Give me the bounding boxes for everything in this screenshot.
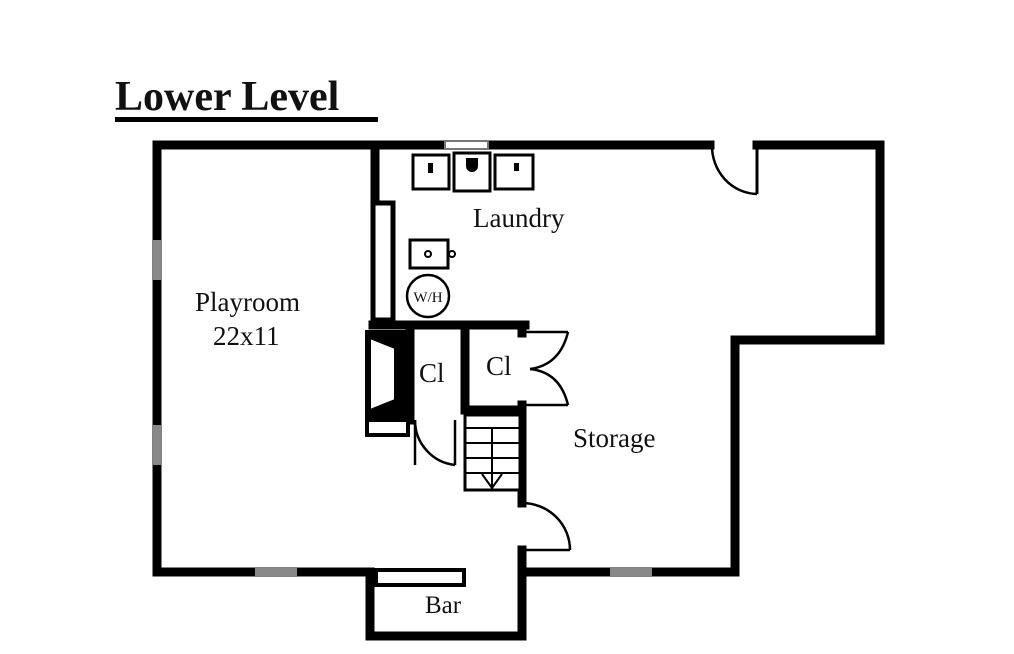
storage-label: Storage [573,423,655,453]
window-bottom-2 [610,568,652,576]
plan-title: Lower Level [115,74,339,120]
utility-sink [408,238,450,270]
closet-doors [413,330,570,467]
window-left-1 [153,240,161,280]
window-bottom-1 [255,568,297,576]
playroom-size: 22x11 [213,321,280,351]
window-left-2 [153,425,161,465]
closet-label-1: Cl [419,358,445,388]
water-heater-label: W/H [413,290,442,306]
bar-label: Bar [425,592,462,619]
dryer [493,153,535,191]
stairs [463,413,522,492]
storage-door [521,501,572,552]
exterior-walls [152,140,885,641]
window-top [444,140,489,150]
playroom-label: Playroom [195,287,300,317]
title-underline [115,117,378,122]
exterior-door [710,144,759,196]
closet-label-2: Cl [486,351,512,381]
laundry-label: Laundry [473,203,565,233]
water-heater [405,273,451,319]
laundry-fixtures: W/H [405,151,535,319]
fireplace [365,330,410,437]
